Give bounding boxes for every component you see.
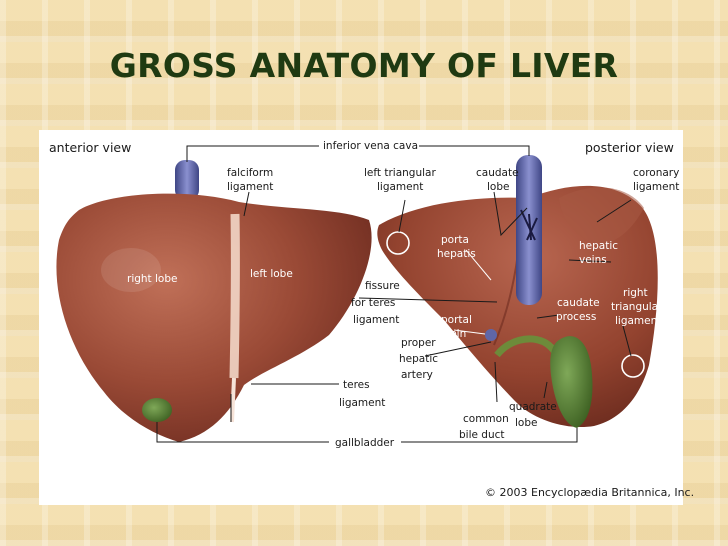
anterior-view-label: anterior view xyxy=(49,140,131,155)
fissure-label-2: for teres xyxy=(351,297,395,309)
proper-hepatic-artery-label-2: hepatic xyxy=(399,353,438,365)
proper-hepatic-artery-label-1: proper xyxy=(401,337,436,349)
liver-diagram: anterior view posterior view inferior ve… xyxy=(39,130,694,505)
hepatic-veins-label-1: hepatic xyxy=(579,240,618,252)
anterior-liver-body xyxy=(56,193,372,442)
portal-vein-mark xyxy=(485,329,497,341)
fissure-label-3: ligament xyxy=(353,314,399,326)
right-triangular-label-3: ligament xyxy=(615,315,661,327)
gallbladder-posterior xyxy=(550,336,593,428)
liver-illustration: anterior view posterior view inferior ve… xyxy=(49,140,694,499)
left-triangular-circle xyxy=(386,231,410,255)
caudate-process-label-2: process xyxy=(556,311,596,323)
copyright-notice: © 2003 Encyclopædia Britannica, Inc. xyxy=(485,486,694,499)
gallbladder-anterior xyxy=(142,398,172,422)
anterior-liver xyxy=(56,160,372,442)
posterior-view-label: posterior view xyxy=(585,140,674,155)
common-bile-duct-label-1: common xyxy=(463,413,509,425)
falciform-ligament-label-1: falciform xyxy=(227,167,273,179)
quadrate-lobe-label-1: quadrate xyxy=(509,401,557,413)
left-lobe-label: left lobe xyxy=(250,268,293,280)
proper-hepatic-artery-label-3: artery xyxy=(401,369,433,381)
right-lobe-label: right lobe xyxy=(127,273,177,285)
bare-area xyxy=(559,187,644,244)
slide-title: GROSS ANATOMY OF LIVER xyxy=(109,46,619,85)
portal-vein-label-1: portal xyxy=(441,314,472,326)
ivc-anterior xyxy=(175,160,199,200)
falciform-ligament-label-2: ligament xyxy=(227,181,273,193)
common-bile-duct-label-2: bile duct xyxy=(459,429,505,441)
posterior-liver xyxy=(377,155,658,428)
teres-ligament-label-1: teres xyxy=(343,379,370,391)
left-triangular-ligament-label-1: left triangular xyxy=(364,167,436,179)
caudate-process-label-1: caudate xyxy=(557,297,600,309)
teres-ligament-label-2: ligament xyxy=(339,397,385,409)
hepatic-veins-openings xyxy=(520,209,538,241)
inferior-vena-cava-label: inferior vena cava xyxy=(323,140,418,152)
portal-vein-label-2: vein xyxy=(444,328,466,340)
coronary-ligament-label-1: coronary xyxy=(633,167,679,179)
teres-ligament-band xyxy=(230,377,236,423)
right-triangular-label-1: right xyxy=(623,287,648,299)
ivc-posterior xyxy=(516,155,542,305)
coronary-ligament-label-2: ligament xyxy=(633,181,679,193)
leader-lines xyxy=(156,145,632,443)
right-triangular-circle xyxy=(621,354,645,378)
quadrate-lobe-label-2: lobe xyxy=(515,417,537,429)
fissure-label-1: fissure xyxy=(365,280,400,292)
right-triangular-label-2: triangular xyxy=(611,301,663,313)
falciform-ligament-band xyxy=(229,213,240,379)
gallbladder-label: gallbladder xyxy=(335,437,395,449)
porta-hepatis-label-1: porta xyxy=(441,234,469,246)
anterior-highlight xyxy=(101,248,161,292)
caudate-lobe-label-1: caudate xyxy=(476,167,519,179)
porta-hepatis-label-2: hepatis xyxy=(437,248,476,260)
left-triangular-ligament-label-2: ligament xyxy=(377,181,423,193)
hepatic-veins-label-2: veins xyxy=(579,254,607,266)
caudate-lobe-label-2: lobe xyxy=(487,181,509,193)
